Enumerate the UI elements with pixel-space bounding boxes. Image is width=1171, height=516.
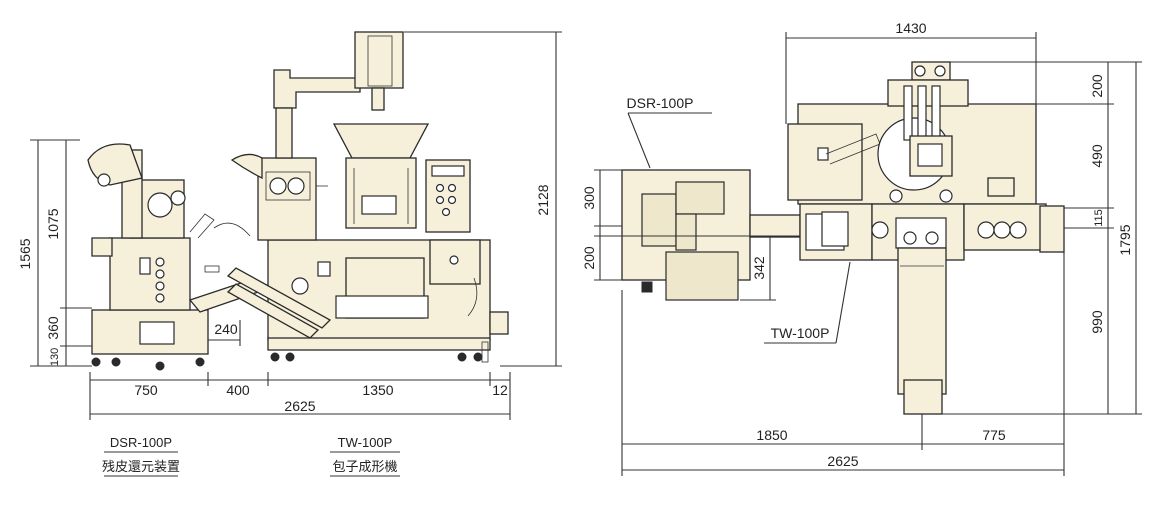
dim-490: 490 (1089, 144, 1105, 168)
dim-130: 130 (49, 348, 61, 366)
caption-tw-name: 包子成形機 (332, 459, 397, 474)
top-view: 1430 1850 775 2625 300 200 342 200 490 1… (581, 20, 1142, 476)
dim-342: 342 (751, 256, 767, 280)
dim-775: 775 (982, 427, 1006, 443)
top-tw-100p (787, 61, 1065, 415)
dim-1850: 1850 (756, 427, 787, 443)
top-conveyor (749, 214, 801, 238)
front-captions: DSR-100P 残皮還元装置 TW-100P 包子成形機 (102, 435, 400, 477)
top-leaders: DSR-100P TW-100P (627, 95, 851, 344)
front-view: 750 400 1350 12 2625 240 1565 1075 360 1… (17, 31, 562, 477)
dim-1430: 1430 (895, 20, 926, 36)
dim-200-right: 200 (1089, 74, 1105, 98)
top-dsr-100p (621, 169, 751, 301)
caption-tw-model: TW-100P (338, 435, 393, 450)
top-dimension-labels: 1430 1850 775 2625 300 200 342 200 490 1… (581, 20, 1133, 469)
dim-750: 750 (134, 382, 158, 398)
dim-2128: 2128 (535, 184, 551, 215)
dim-12: 12 (492, 382, 508, 398)
front-dimension-labels: 750 400 1350 12 2625 240 1565 1075 360 1… (17, 184, 551, 414)
dim-360: 360 (45, 316, 61, 340)
tw-100p-machine (213, 31, 509, 363)
dim-200-left: 200 (581, 246, 597, 270)
front-dimension-lines (30, 31, 562, 420)
dsr-100p-machine (87, 143, 260, 371)
top-dimension-lines (594, 32, 1142, 476)
label-dsr-100p: DSR-100P (627, 95, 694, 111)
dim-2625-top: 2625 (827, 453, 858, 469)
dim-400: 400 (226, 382, 250, 398)
caption-dsr-name: 残皮還元装置 (102, 459, 180, 474)
caption-dsr-model: DSR-100P (110, 435, 172, 450)
dim-115: 115 (1093, 209, 1105, 227)
label-tw-100p: TW-100P (771, 325, 830, 341)
dim-1350: 1350 (362, 382, 393, 398)
dim-2625-front: 2625 (284, 398, 315, 414)
dim-1075: 1075 (45, 208, 61, 239)
dim-300: 300 (581, 186, 597, 210)
dim-1795: 1795 (1117, 224, 1133, 255)
dim-240: 240 (214, 321, 238, 337)
dim-1565: 1565 (17, 238, 33, 269)
dim-990: 990 (1089, 310, 1105, 334)
